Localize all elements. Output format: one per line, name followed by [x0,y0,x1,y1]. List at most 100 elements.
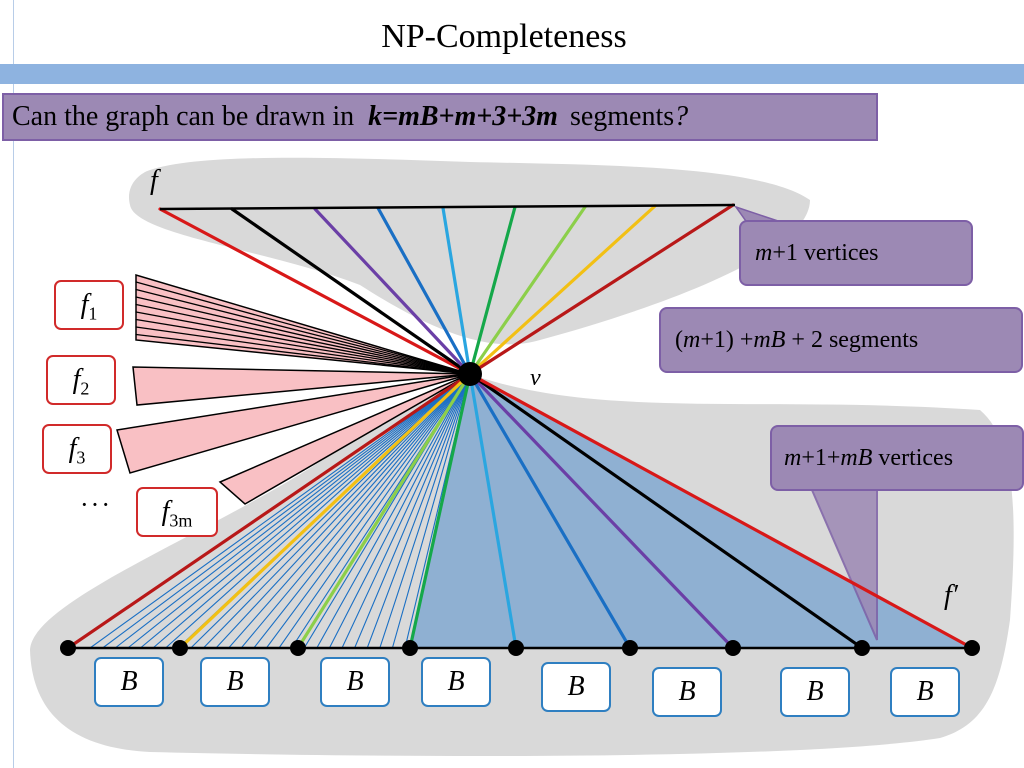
fan-wedge-1 [135,273,471,375]
b-box-6: B [652,667,722,717]
bottom-vertex [290,640,306,656]
callout-low-vertices: m+1+mB vertices [770,425,1024,491]
bottom-vertex [854,640,870,656]
bottom-thin-line [165,373,471,649]
fan-wedge-1-spoke [135,318,471,375]
fan-label-f2-sub: 2 [80,378,90,399]
top-fan-line [441,206,472,376]
bottom-thin-line [328,373,471,649]
bottom-fan-lines-group [66,372,974,650]
callout-mid-open: ( [675,327,683,353]
bottom-fan-line [66,372,472,650]
top-fan-line [230,207,472,376]
fan-wedge-3 [116,373,471,474]
bottom-thin-line [89,373,471,649]
callout-top-var: m [755,240,773,266]
fan-wedge-1-spoke [135,333,471,375]
bottom-fan-line [468,372,864,650]
bottom-thin-line [152,373,471,649]
question-formula: k=mB+m+3+3m [368,101,558,132]
fan-wedge-1-spoke [135,311,471,375]
fan-label-f1-sub: 1 [88,303,98,324]
callout-low-text1: +1+ [801,445,841,471]
slide-title: NP-Completeness [381,18,627,55]
b-box-5: B [541,662,611,712]
bottom-thin-line [391,373,471,649]
top-fan-line [468,205,517,376]
top-fan-line [158,207,472,376]
fan-wedge-1-spoke [135,296,471,375]
bottom-thin-line [228,373,471,649]
bottom-thin-line [202,373,471,649]
callout-mid-text1: +1) + [700,327,754,353]
fan-wedge-1-spoke [135,303,471,375]
bottom-thin-line [127,373,471,649]
fan-wedge-1-spoke [135,288,471,375]
fan-label-f3m-sub: 3m [169,510,193,531]
fan-label-f3: f3 [42,424,112,474]
callout-top-vertices: m+1 vertices [739,220,973,286]
fan-ellipsis: ··· [80,490,112,519]
bottom-thin-line [265,373,471,649]
bottom-vertex [964,640,980,656]
b-box-8: B [890,667,960,717]
bottom-thin-line [215,373,471,649]
b-box-3: B [320,657,390,707]
bottom-fan-line [468,372,632,650]
b-box-2: B [200,657,270,707]
bottom-thin-line [366,373,471,649]
bottom-thin-line [354,373,471,649]
callout-low-var2: mB [840,445,873,471]
question-prefix: Can the graph can be drawn in [12,101,355,132]
bottom-fan-line [178,372,472,650]
bottom-vertex [60,640,76,656]
fan-label-f1: f1 [54,280,124,330]
bottom-fan-line [468,372,518,650]
callout-low-var1: m [784,445,802,471]
top-fan-line [468,204,657,376]
callout-mid-var2: mB [753,327,786,353]
fan-wedge-1-spoke [135,326,471,375]
bottom-fan-line [468,372,735,650]
fan-label-f1-base: f [80,289,89,320]
b-box-7: B [780,667,850,717]
slide-left-accent-strip [0,0,14,768]
fan-wedge-1-spoke [135,281,471,375]
blue-fan-region [410,374,972,648]
question-suffix: segments [569,101,675,132]
label-bottom-face: f′ [944,580,958,611]
b-box-4: B [421,657,491,707]
bottom-thin-line [240,373,471,649]
top-face-edge [159,203,736,211]
bottom-thin-line [253,373,471,649]
bottom-thin-line [379,373,471,649]
label-top-face: f [150,165,158,196]
top-fan-line [468,205,587,376]
fan-wedges-group [116,273,471,505]
fan-wedge-2 [132,366,471,406]
bottom-vertex [402,640,418,656]
bottom-fan-line [468,372,974,650]
top-fan-line [468,203,735,376]
top-fan-line [313,207,472,376]
fan-label-f2-base: f [72,364,81,395]
question-mark: ? [674,101,689,132]
callout-low-text2: vertices [872,445,954,471]
bottom-fan-line [296,372,472,650]
bottom-thin-line [278,373,471,649]
bottom-thin-line [102,373,471,649]
callout-top-text: +1 vertices [772,240,879,266]
fan-wedge-4 [218,373,471,505]
bottom-vertices-group [60,640,980,656]
center-vertex-v [458,362,482,386]
bottom-vertex [508,640,524,656]
title-underline-bar [0,64,1024,84]
fan-label-f3m: f3m [136,487,218,537]
bottom-thin-line [139,373,471,649]
fan-label-f3m-base: f [161,496,170,527]
bottom-thin-line [316,373,471,649]
fan-label-f3-sub: 3 [76,447,86,468]
label-center-vertex: v [530,365,541,391]
top-face-region [129,157,811,345]
